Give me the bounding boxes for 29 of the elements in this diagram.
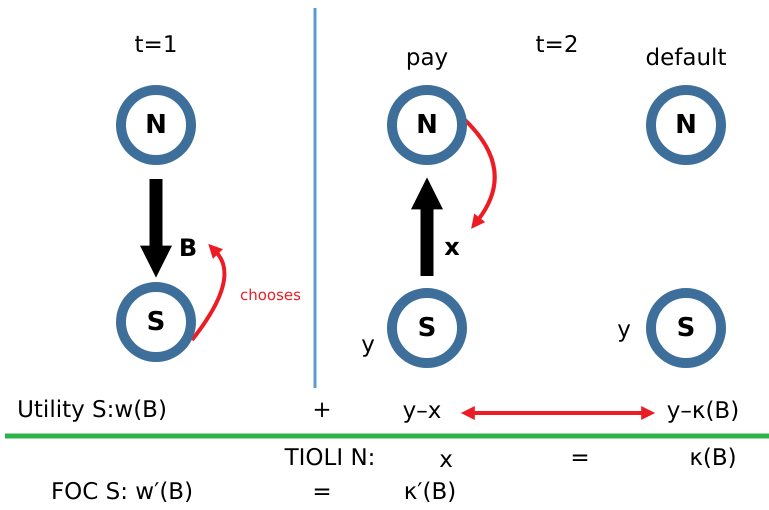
arrow	[190, 243, 226, 342]
text-label: TIOLI N:	[284, 445, 376, 471]
text-label: =	[570, 445, 590, 471]
node-caption: default	[646, 45, 726, 71]
node-caption: pay	[406, 45, 448, 71]
arrow	[411, 177, 443, 276]
text-label: FOC S: w′(B)	[50, 479, 194, 505]
text-label: κ(B)	[689, 445, 737, 471]
payoff-expression: y–κ(B)	[658, 396, 748, 426]
variable-label: x	[442, 232, 462, 262]
text-label: κ′(B)	[404, 479, 456, 505]
text-label: t=2	[536, 32, 578, 58]
node-caption: y	[617, 317, 631, 343]
payoff-expression: y–x	[390, 396, 454, 426]
node-letter: S	[146, 309, 166, 335]
text-label: =	[312, 479, 332, 505]
node-letter: N	[675, 112, 697, 138]
node-caption: y	[361, 332, 375, 358]
node-letter: N	[416, 112, 438, 138]
text-label: Utility S:w(B)	[17, 397, 167, 423]
node-letter: S	[418, 315, 436, 341]
arrow	[460, 406, 656, 420]
text-label: t=1	[134, 32, 178, 58]
node-letter: N	[145, 112, 167, 138]
arrow	[140, 179, 172, 278]
node-letter: S	[676, 315, 696, 341]
text-label: +	[312, 397, 332, 423]
variable-label: B	[176, 233, 200, 263]
text-label: x	[439, 447, 453, 473]
